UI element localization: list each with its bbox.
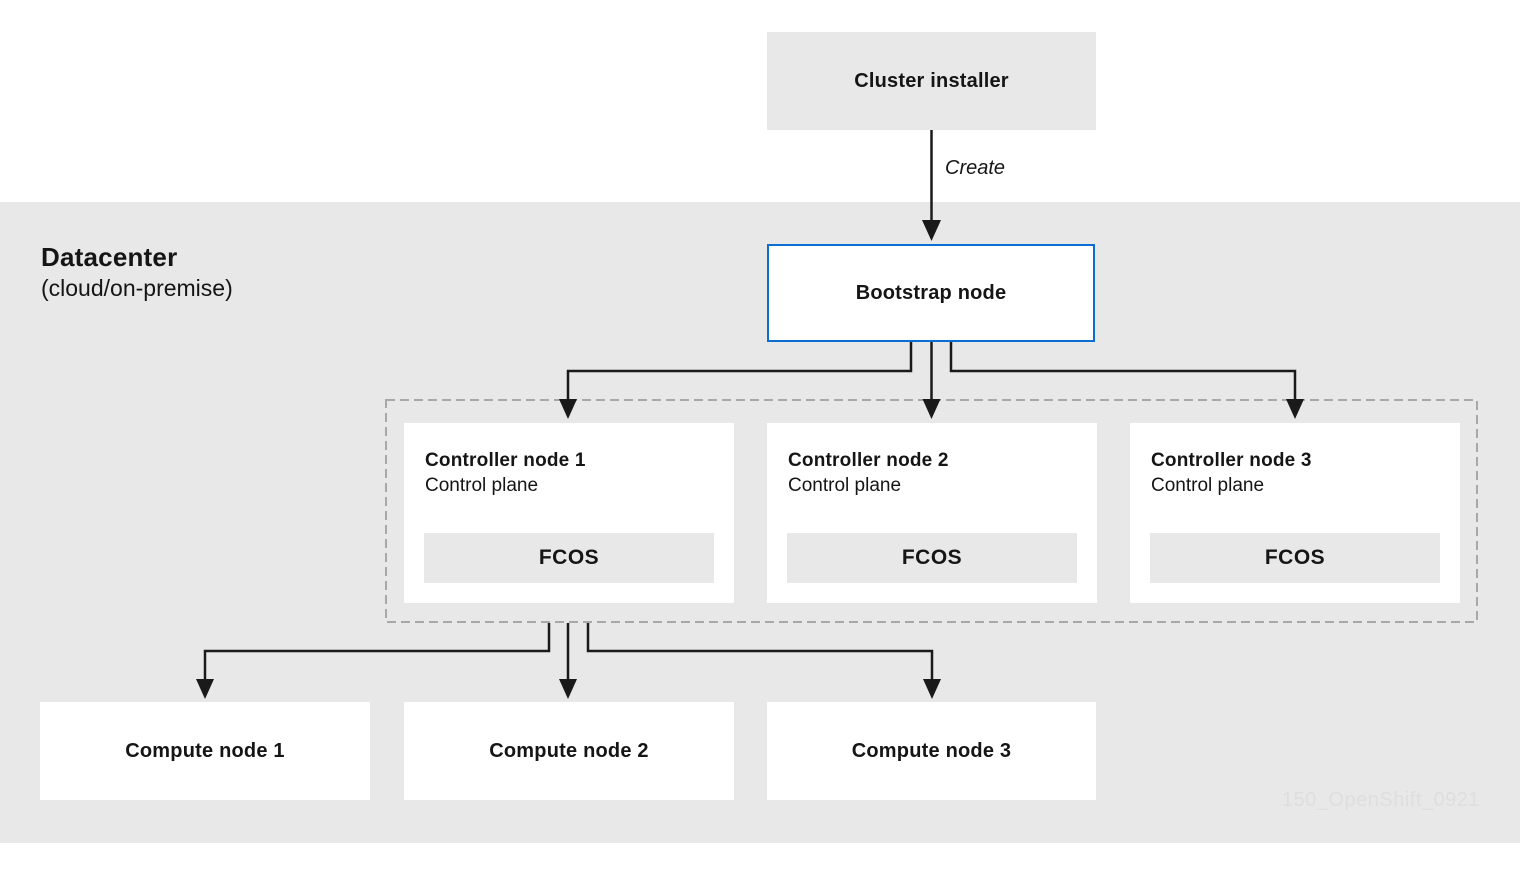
controller-node-3-os-box: FCOS xyxy=(1150,533,1440,583)
controller-node-3-title: Controller node 3 xyxy=(1151,450,1312,471)
arrowhead-controlplane-to-compute-2 xyxy=(559,679,577,699)
controller-node-2-card: Controller node 2 Control plane FCOS xyxy=(767,423,1097,603)
arrowhead-bootstrap-to-controller-3 xyxy=(1286,399,1304,419)
controller-node-1-os-box: FCOS xyxy=(424,533,714,583)
arrow-bootstrap-to-controller-1 xyxy=(566,342,913,400)
datacenter-label: Datacenter (cloud/on-premise) xyxy=(41,241,233,304)
compute-node-2-label: Compute node 2 xyxy=(489,739,649,762)
watermark-text: 150_OpenShift_0921 xyxy=(1281,789,1480,811)
controller-node-2-subtitle: Control plane xyxy=(788,474,902,496)
compute-node-3-label: Compute node 3 xyxy=(851,739,1012,762)
arrowhead-controlplane-to-compute-1 xyxy=(196,679,214,699)
create-arrow-label: Create xyxy=(945,157,1006,179)
datacenter-title: Datacenter xyxy=(41,242,178,272)
controller-node-3-subtitle: Control plane xyxy=(1151,474,1265,496)
arrowhead-installer-to-bootstrap xyxy=(922,220,941,241)
compute-node-2-box: Compute node 2 xyxy=(404,702,734,800)
cluster-installer-box: Cluster installer xyxy=(767,32,1096,130)
compute-node-1-label: Compute node 1 xyxy=(125,739,285,762)
controller-node-1-card: Controller node 1 Control plane FCOS xyxy=(404,423,734,603)
controller-node-1-subtitle: Control plane xyxy=(425,474,539,496)
arrowhead-bootstrap-to-controller-1 xyxy=(559,399,577,419)
compute-node-1-box: Compute node 1 xyxy=(40,702,370,800)
datacenter-subtitle: (cloud/on-premise) xyxy=(41,275,233,302)
controller-node-3-card: Controller node 3 Control plane FCOS xyxy=(1130,423,1460,603)
arrow-bootstrap-to-controller-3 xyxy=(949,342,1297,400)
arrow-controlplane-to-compute-1 xyxy=(203,623,551,680)
controller-node-1-os-label: FCOS xyxy=(538,546,600,569)
controller-node-3-os-label: FCOS xyxy=(1264,546,1326,569)
cluster-installer-label: Cluster installer xyxy=(854,69,1009,92)
arrow-controlplane-to-compute-3 xyxy=(586,623,934,680)
bootstrap-node-label: Bootstrap node xyxy=(855,281,1007,304)
controller-node-2-os-box: FCOS xyxy=(787,533,1077,583)
controller-node-1-title: Controller node 1 xyxy=(425,450,586,471)
controller-node-2-title: Controller node 2 xyxy=(788,450,949,471)
controller-node-2-os-label: FCOS xyxy=(901,546,963,569)
compute-node-3-box: Compute node 3 xyxy=(767,702,1096,800)
arrowhead-controlplane-to-compute-3 xyxy=(923,679,941,699)
control-plane-group-border xyxy=(385,399,1478,623)
bootstrap-node-box: Bootstrap node xyxy=(767,244,1095,342)
arrowhead-bootstrap-to-controller-2 xyxy=(922,399,941,419)
